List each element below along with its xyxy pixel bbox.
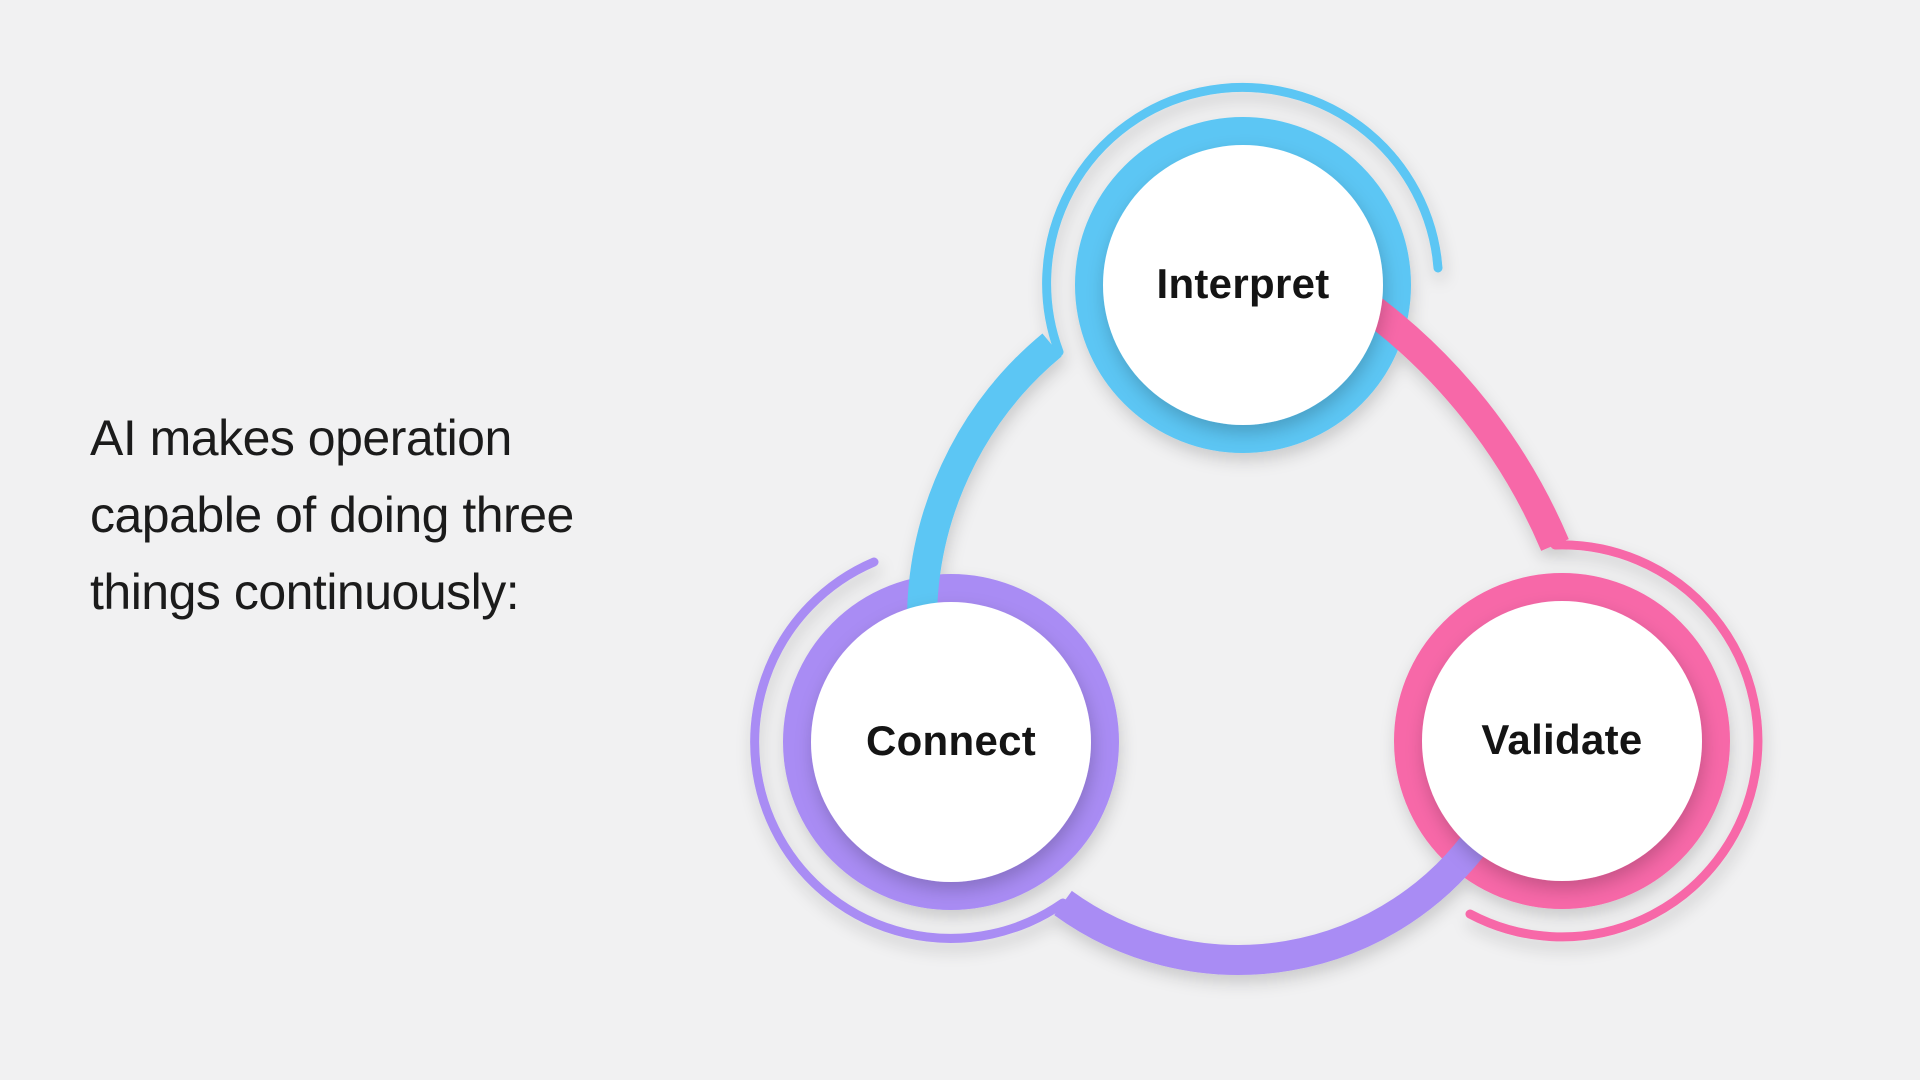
connector-connect-to-validate: [1054, 823, 1496, 975]
intro-text: AI makes operation capable of doing thre…: [90, 400, 574, 631]
connect-ring: [783, 574, 1119, 910]
connect-node-circle: [811, 602, 1091, 882]
validate-ring: [1394, 573, 1730, 909]
interpret-ring: [1075, 117, 1411, 453]
interpret-label: Interpret: [1156, 260, 1330, 307]
connector-interpret-to-connect: [906, 333, 1062, 627]
validate-label: Validate: [1481, 716, 1643, 763]
validate-outer-arc: [1465, 540, 1763, 942]
connect-outer-arc: [750, 557, 1068, 943]
interpret-node-circle: [1103, 145, 1383, 425]
connector-validate-to-interpret: [1353, 289, 1569, 551]
intro-line-3: things continuously:: [90, 564, 520, 620]
intro-line-1: AI makes operation: [90, 410, 512, 466]
validate-node-circle: [1422, 601, 1702, 881]
connect-label: Connect: [865, 717, 1037, 764]
interpret-outer-arc: [1042, 82, 1443, 357]
intro-line-2: capable of doing three: [90, 487, 574, 543]
